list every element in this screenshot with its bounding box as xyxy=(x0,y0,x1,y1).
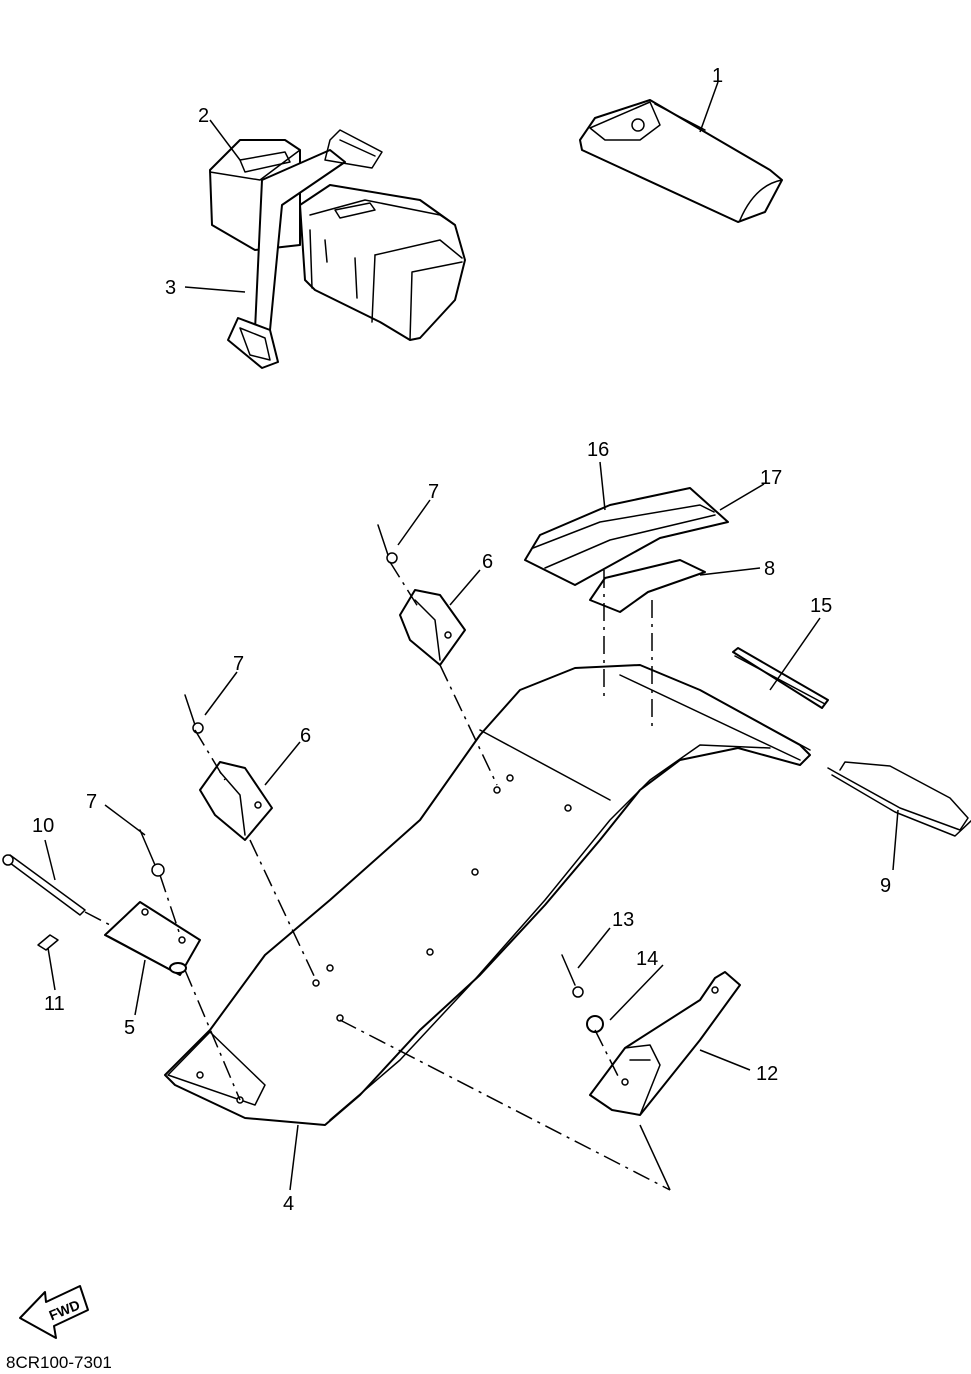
part-1-tool-bag xyxy=(579,99,783,223)
part-11-clip xyxy=(37,934,59,951)
callout-12: 12 xyxy=(756,1063,778,1085)
part-10-pin xyxy=(2,854,86,916)
diagram-code: 8CR100-7301 xyxy=(6,1353,112,1372)
callout-9: 9 xyxy=(880,875,891,897)
assembly-lines xyxy=(84,561,671,1191)
callout-5: 5 xyxy=(124,1017,135,1039)
part-7-screw-lower xyxy=(139,829,165,877)
part-7-screw-upper xyxy=(377,524,398,564)
part-6-bracket-upper xyxy=(399,589,466,666)
callout-7b: 7 xyxy=(233,653,244,675)
part-14-nut xyxy=(586,1015,604,1033)
part-12-rear-bracket xyxy=(589,971,741,1116)
callout-6b: 6 xyxy=(300,725,311,747)
callout-13: 13 xyxy=(612,909,634,931)
callout-10: 10 xyxy=(32,815,54,837)
part-3-strap xyxy=(227,129,383,369)
part-6-bracket-lower xyxy=(199,761,273,841)
part-7-screw-middle xyxy=(184,694,204,734)
part-16-decal xyxy=(524,487,729,586)
callout-7a: 7 xyxy=(428,481,439,503)
part-8-seal xyxy=(589,559,706,613)
callout-14: 14 xyxy=(636,948,658,970)
callout-4: 4 xyxy=(283,1193,294,1215)
callout-11: 11 xyxy=(44,993,65,1015)
callout-3: 3 xyxy=(165,277,176,299)
callout-15: 15 xyxy=(810,595,832,617)
part-13-screw xyxy=(561,954,584,998)
fwd-arrow-icon: FWD xyxy=(19,1285,89,1339)
part-4-seat-base xyxy=(164,664,811,1126)
callout-1: 1 xyxy=(712,65,723,87)
leader-lines xyxy=(44,81,899,1191)
callout-6a: 6 xyxy=(482,551,493,573)
callout-7c: 7 xyxy=(86,791,97,813)
callout-17: 17 xyxy=(760,467,782,489)
part-2-tool-kit xyxy=(209,139,466,341)
callout-8: 8 xyxy=(764,558,775,580)
callout-16: 16 xyxy=(587,439,609,461)
part-9-hook xyxy=(827,761,971,837)
callout-2: 2 xyxy=(198,105,209,127)
part-5-hinge xyxy=(104,901,201,976)
part-15-rod xyxy=(732,647,829,709)
